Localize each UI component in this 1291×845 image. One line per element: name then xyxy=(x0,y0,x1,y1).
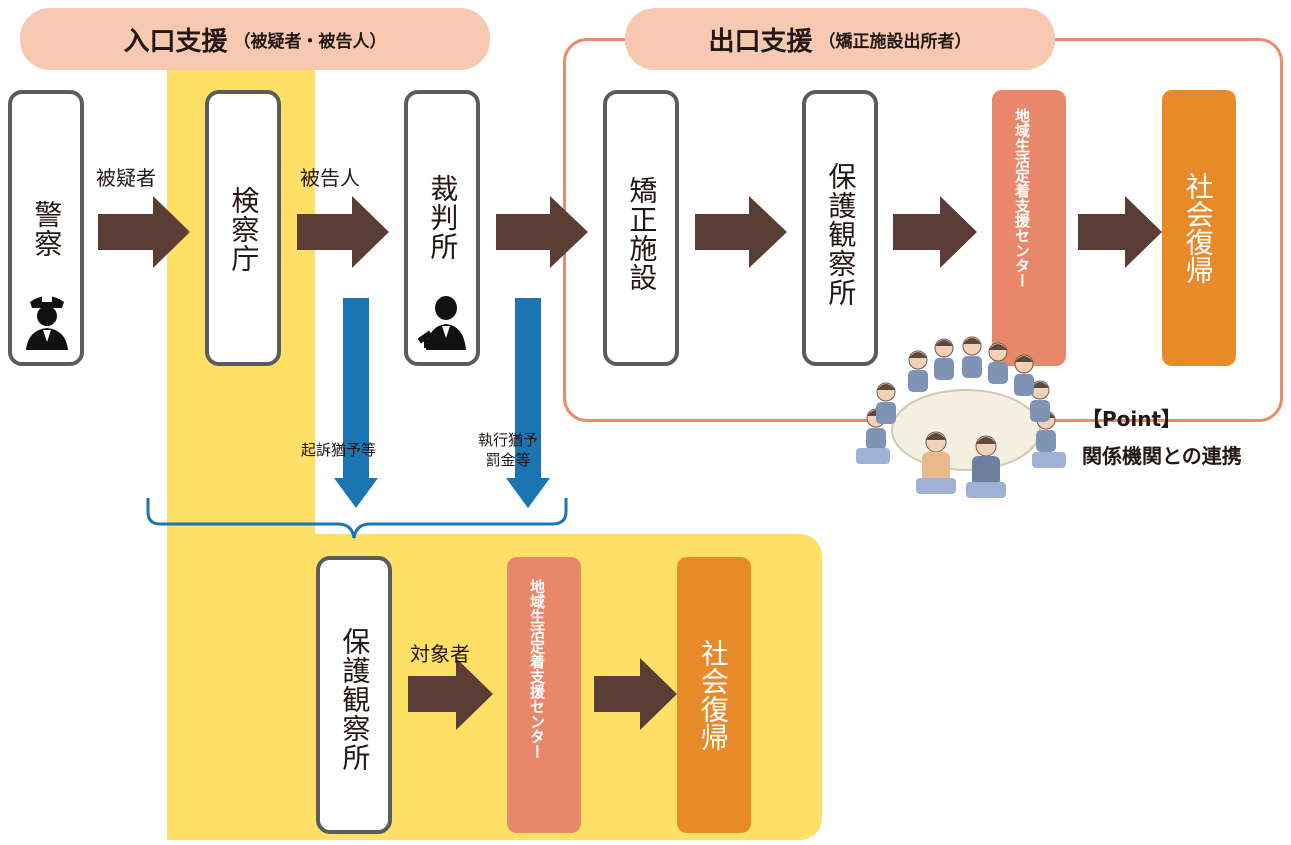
reintegration-label-bottom: 社会復帰 xyxy=(696,639,730,751)
arrow-label-defendant: 被告人 xyxy=(300,166,360,190)
arrow-center-to-reintegration-bottom xyxy=(594,658,677,730)
label-suspended-execution: 執行猶予 罰金等 xyxy=(478,430,538,471)
correctional-facility-box: 矯正施設 xyxy=(603,90,679,366)
blue-arrow-suspended-prosecution xyxy=(334,298,378,508)
label-suspended-execution-line1: 執行猶予 xyxy=(478,431,539,449)
community-center-box-top: 地域生活定着支援センター xyxy=(992,90,1066,366)
blue-arrow-suspended-execution xyxy=(506,298,550,508)
arrow-probation-to-center-bottom xyxy=(408,658,493,730)
exit-support-header: 出口支援 （矯正施設出所者） xyxy=(625,8,1055,70)
exit-support-title: 出口支援 xyxy=(708,26,813,57)
community-center-label-bottom: 地域生活定着支援センター xyxy=(528,579,546,759)
police-officer-icon xyxy=(26,296,68,350)
prosecutor-label: 検察庁 xyxy=(227,185,261,273)
community-center-label-top: 地域生活定着支援センター xyxy=(1013,108,1031,288)
arrow-center-to-reintegration xyxy=(1078,196,1162,268)
court-box: 裁判所 xyxy=(404,90,480,366)
correctional-facility-label: 矯正施設 xyxy=(625,176,659,292)
exit-support-subtitle: （矯正施設出所者） xyxy=(818,31,972,52)
arrow-prosecutor-to-court xyxy=(297,196,389,268)
merge-brace xyxy=(146,498,568,539)
reintegration-box-top: 社会復帰 xyxy=(1162,90,1236,366)
reintegration-label-top: 社会復帰 xyxy=(1181,172,1215,284)
judge-icon xyxy=(418,296,466,350)
arrow-label-target: 対象者 xyxy=(410,642,470,666)
reintegration-box-bottom: 社会復帰 xyxy=(677,557,751,833)
probation-office-box-top: 保護観察所 xyxy=(802,90,878,366)
arrow-probation-to-center xyxy=(893,196,977,268)
label-suspended-prosecution: 起訴猶予等 xyxy=(301,441,377,459)
point-text: 関係機関との連携 xyxy=(1082,444,1242,468)
point-tag: 【Point】 xyxy=(1082,407,1182,431)
court-label: 裁判所 xyxy=(426,173,460,261)
entrance-support-subtitle: （被疑者・被告人） xyxy=(233,31,387,52)
community-center-box-bottom: 地域生活定着支援センター xyxy=(507,557,581,833)
probation-office-box-bottom: 保護観察所 xyxy=(316,556,392,834)
police-label: 警察 xyxy=(30,200,64,258)
entrance-support-header: 入口支援 （被疑者・被告人） xyxy=(20,8,490,70)
meeting-illustration xyxy=(856,336,1066,498)
label-suspended-execution-line2: 罰金等 xyxy=(485,451,531,470)
prosecutor-box: 検察庁 xyxy=(205,90,281,366)
police-box: 警察 xyxy=(8,90,84,366)
arrow-correctional-to-probation xyxy=(695,196,787,268)
arrow-court-to-correctional xyxy=(496,196,588,268)
probation-office-label-bottom: 保護観察所 xyxy=(338,626,372,772)
arrow-police-to-prosecutor xyxy=(98,196,190,268)
arrow-label-suspect: 被疑者 xyxy=(96,166,156,190)
entrance-support-title: 入口支援 xyxy=(123,26,228,57)
probation-office-label-top: 保護観察所 xyxy=(824,161,858,307)
